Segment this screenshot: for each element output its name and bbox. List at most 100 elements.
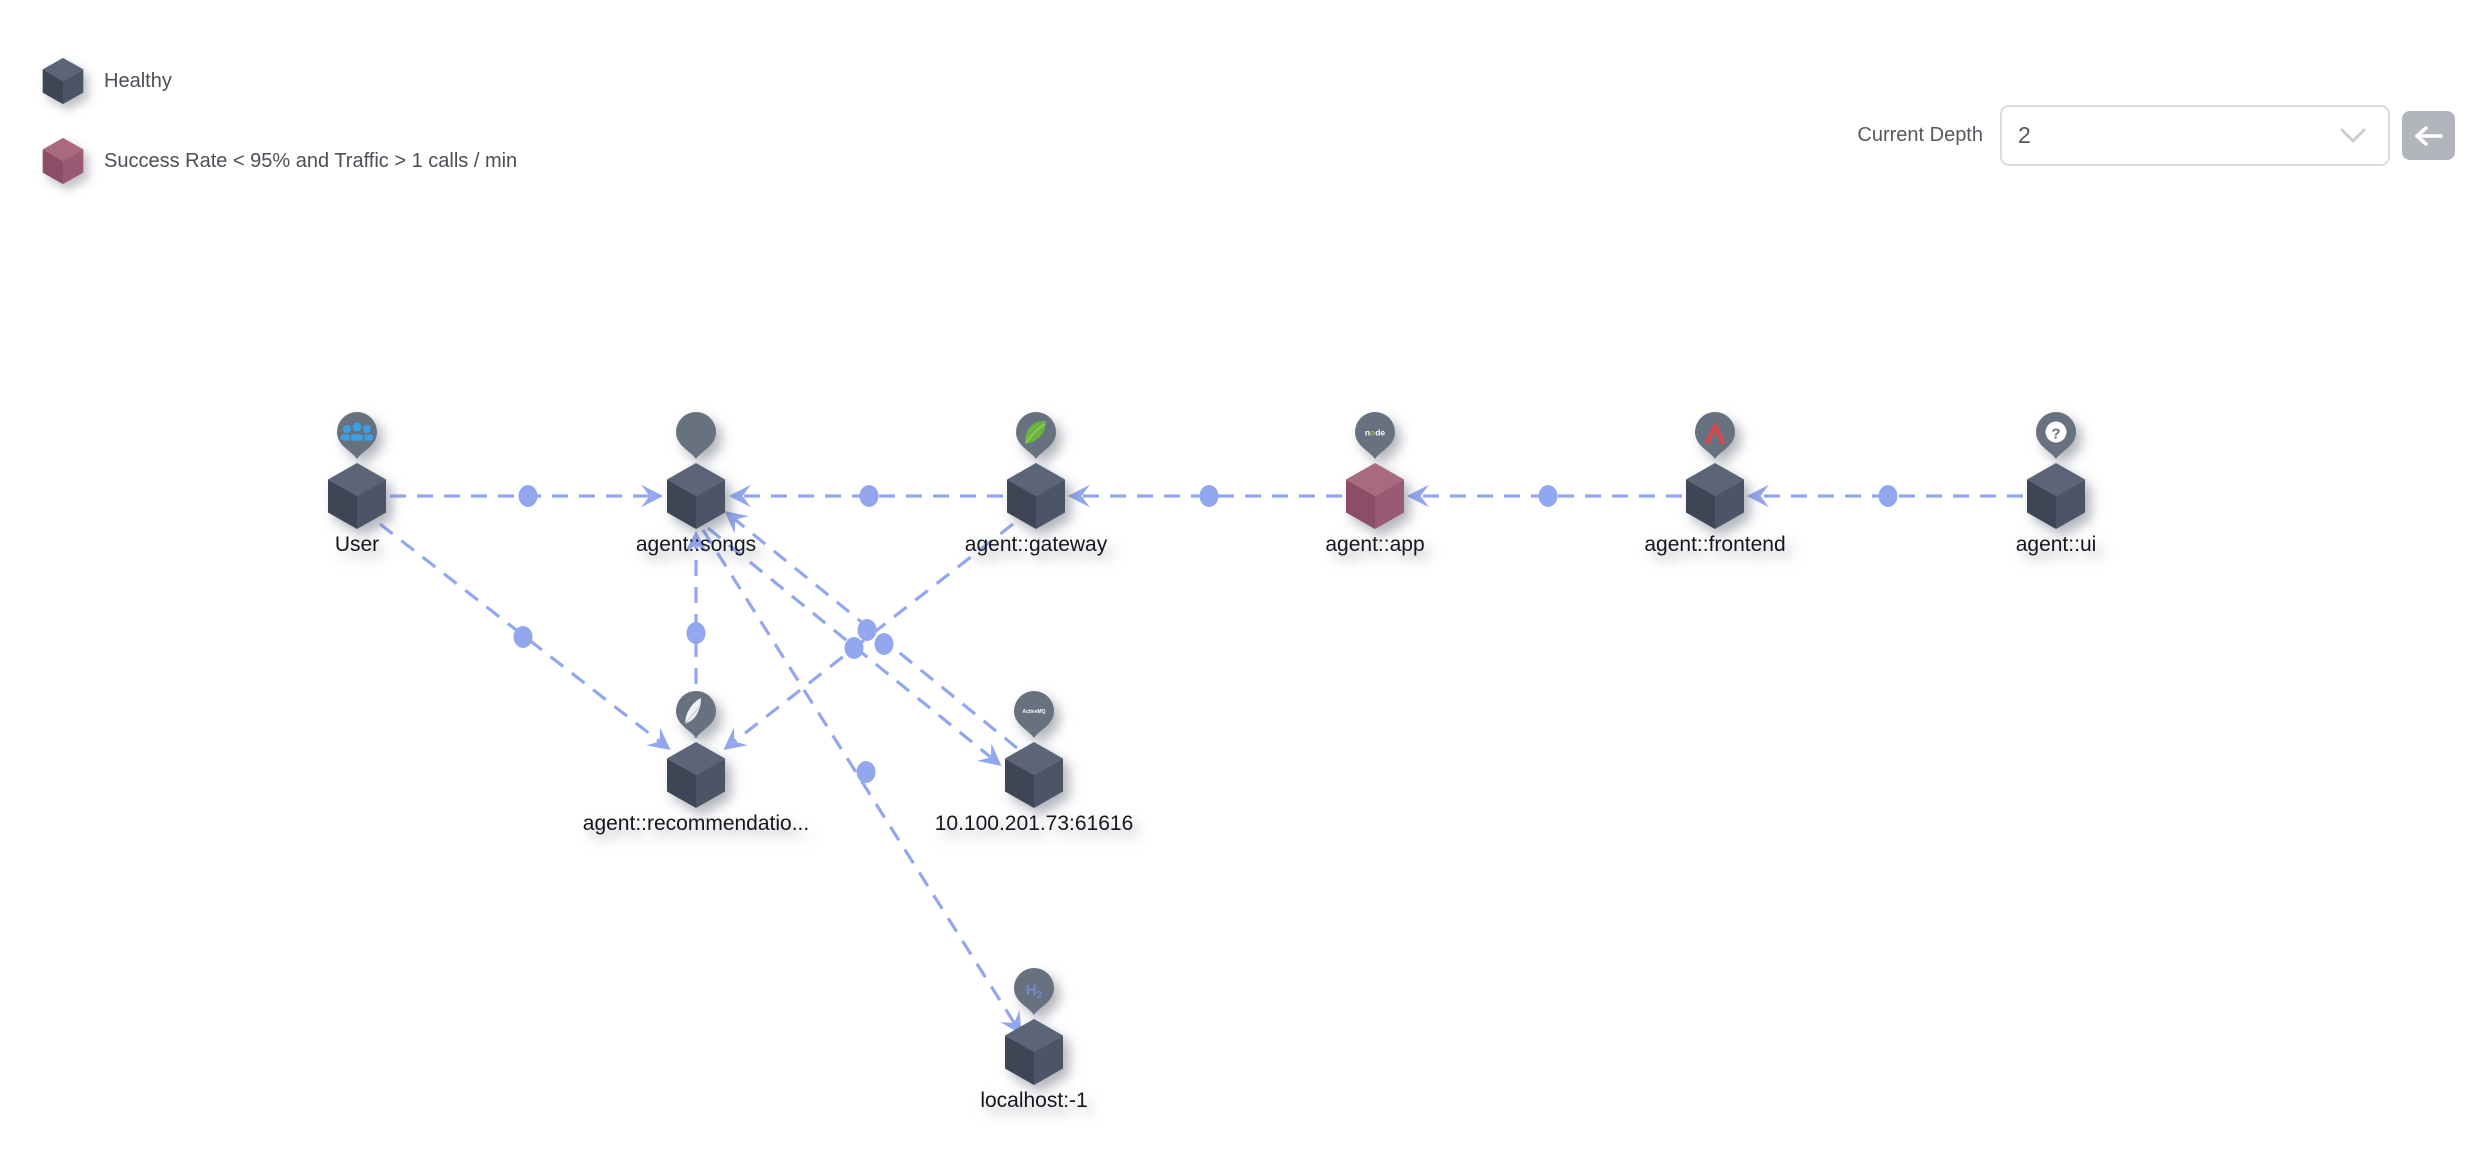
node-gateway[interactable]: agent::gateway xyxy=(965,412,1108,556)
cube-right-face xyxy=(1034,758,1063,808)
depth-toolbar: Current Depth 2 xyxy=(1857,105,2455,166)
cube-left-face xyxy=(1007,479,1036,529)
cube-left-face xyxy=(1005,1035,1034,1085)
spring-leaf-icon xyxy=(1016,412,1056,459)
node-user[interactable]: User xyxy=(328,412,386,556)
pin-icon xyxy=(676,412,716,459)
traffic-dot xyxy=(1878,485,1898,507)
legend: Healthy Success Rate < 95% and Traffic >… xyxy=(38,54,517,188)
service-cube-healthy xyxy=(328,463,386,529)
node-frontend[interactable]: agent::frontend xyxy=(1644,412,1786,556)
feather-icon xyxy=(676,691,716,738)
cube-right-face xyxy=(2056,479,2085,529)
depth-select[interactable]: 2 xyxy=(2000,105,2390,166)
cube-left-face xyxy=(1686,479,1715,529)
node-label-user: User xyxy=(335,533,379,556)
legend-item-warning: Success Rate < 95% and Traffic > 1 calls… xyxy=(38,134,517,188)
service-cube-healthy xyxy=(667,463,725,529)
edge-user-recommendation xyxy=(379,522,671,750)
cube-left-face xyxy=(1346,479,1375,529)
cube-right-face xyxy=(1034,1035,1063,1085)
traffic-dot xyxy=(857,619,877,641)
traffic-dot xyxy=(844,637,864,659)
legend-label-healthy: Healthy xyxy=(104,69,172,92)
cube-right-face xyxy=(1036,479,1065,529)
angular-icon-part xyxy=(1704,421,1726,444)
pin-marker-shape xyxy=(1355,412,1395,459)
node-h2[interactable]: H2 localhost:-1 xyxy=(980,968,1088,1112)
depth-value: 2 xyxy=(2018,122,2031,148)
healthy-cube-icon xyxy=(42,57,84,105)
activemq-icon: ActiveMQ xyxy=(1014,691,1054,738)
node-label-activemq: 10.100.201.73:61616 xyxy=(935,812,1134,835)
node-label-songs: agent::songs xyxy=(636,533,756,556)
traffic-dot xyxy=(686,622,706,644)
service-cube-healthy xyxy=(1005,742,1063,808)
traffic-dot xyxy=(1199,485,1219,507)
question-icon: ? xyxy=(2036,412,2076,459)
node-activemq[interactable]: ActiveMQ 10.100.201.73:61616 xyxy=(935,691,1134,835)
node-label-recommendation: agent::recommendatio... xyxy=(583,812,809,835)
pin-marker-shape xyxy=(1014,691,1054,738)
node-label-ui: agent::ui xyxy=(2016,533,2097,556)
cube-right-face xyxy=(696,479,725,529)
pin-marker-shape xyxy=(676,412,716,459)
users-icon-part xyxy=(362,434,374,441)
depth-label: Current Depth xyxy=(1857,124,1983,146)
chevron-down-icon xyxy=(2340,128,2366,143)
service-cube-healthy xyxy=(1686,463,1744,529)
node-label-app: agent::app xyxy=(1325,533,1424,556)
pin-marker-shape xyxy=(1695,412,1735,459)
service-cube-warning xyxy=(1346,463,1404,529)
feather-icon-part xyxy=(685,698,701,724)
users-icon xyxy=(337,412,377,459)
activemq-icon-text: ActiveMQ xyxy=(1022,709,1045,715)
nodejs-icon-text: node xyxy=(1365,428,1386,438)
node-label-gateway: agent::gateway xyxy=(965,533,1108,556)
users-icon-part xyxy=(343,425,351,433)
h2-icon: H2 xyxy=(1014,968,1054,1015)
edges-layer xyxy=(379,484,2023,1035)
service-cube-healthy xyxy=(2027,463,2085,529)
edge-songs-h2 xyxy=(701,529,1022,1035)
traffic-dot xyxy=(1538,485,1558,507)
angular-icon xyxy=(1695,412,1735,459)
users-icon-part xyxy=(349,432,365,443)
node-recommendation[interactable]: agent::recommendatio... xyxy=(583,691,809,835)
cube-right-face xyxy=(1375,479,1404,529)
traffic-dot xyxy=(859,485,879,507)
cube-left-face xyxy=(667,479,696,529)
pin-marker-shape xyxy=(1014,968,1054,1015)
users-icon-part xyxy=(363,425,371,433)
cube-right-face xyxy=(1715,479,1744,529)
legend-item-healthy: Healthy xyxy=(38,54,517,108)
cube-right-face xyxy=(696,758,725,808)
spring-leaf-icon-part xyxy=(1025,423,1046,444)
node-songs[interactable]: agent::songs xyxy=(636,412,756,556)
nodejs-icon: node xyxy=(1355,412,1395,459)
traffic-dot xyxy=(856,761,876,783)
back-button[interactable] xyxy=(2402,111,2455,160)
cube-left-face xyxy=(667,758,696,808)
service-cube-healthy xyxy=(667,742,725,808)
service-cube-healthy xyxy=(1007,463,1065,529)
legend-label-warning: Success Rate < 95% and Traffic > 1 calls… xyxy=(104,149,518,172)
warning-cube-icon xyxy=(42,137,84,185)
question-icon-text: ? xyxy=(2051,426,2060,443)
arrow-left-icon xyxy=(2414,125,2443,146)
cube-left-face xyxy=(2027,479,2056,529)
cube-left-face xyxy=(328,479,357,529)
feather-icon-part xyxy=(685,706,700,724)
question-icon-part xyxy=(2045,421,2067,443)
users-icon-part xyxy=(340,434,352,441)
node-ui[interactable]: ?agent::ui xyxy=(2016,412,2097,556)
h2-icon-text: H2 xyxy=(1026,982,1043,1001)
cube-left-face xyxy=(1005,758,1034,808)
node-label-h2: localhost:-1 xyxy=(980,1089,1087,1112)
cube-right-face xyxy=(357,479,386,529)
edge-activemq-songs xyxy=(724,510,1019,750)
traffic-dot xyxy=(874,633,894,655)
